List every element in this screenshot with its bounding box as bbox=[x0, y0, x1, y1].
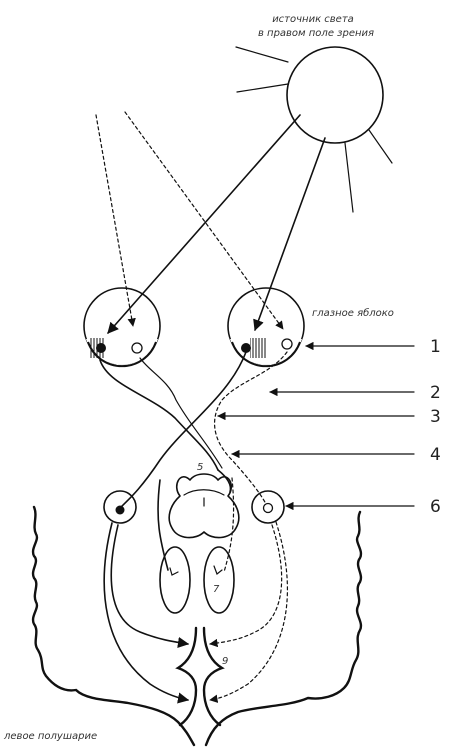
label-7: 7 bbox=[213, 584, 220, 595]
left-geniculate-body bbox=[103, 490, 137, 524]
label-5: 5 bbox=[197, 462, 203, 473]
light-ray-solid-right bbox=[253, 137, 326, 332]
right-eyeball bbox=[227, 287, 305, 368]
calcarine-cortex-right bbox=[202, 626, 225, 727]
callout-number-6: 6 bbox=[430, 497, 441, 517]
sun-icon bbox=[235, 46, 393, 213]
midbrain-section bbox=[168, 473, 240, 539]
callout-number-3: 3 bbox=[430, 407, 441, 427]
left-thalamic-oval bbox=[159, 546, 191, 614]
callout-number-2: 2 bbox=[430, 383, 441, 403]
left-radiation-upper bbox=[110, 524, 190, 649]
light-ray-dashed-left bbox=[95, 114, 136, 327]
left-optic-nerve-inner bbox=[139, 357, 223, 469]
right-geniculate-body bbox=[251, 490, 285, 524]
optic-tract-solid bbox=[217, 469, 232, 493]
right-optic-nerve-dashed bbox=[214, 351, 288, 509]
left-hemisphere-outline bbox=[31, 505, 196, 747]
right-thalamic-oval bbox=[203, 546, 235, 614]
left-hemisphere-caption: левое полушарие bbox=[3, 731, 97, 742]
light-source-caption-line2: в правом поле зрения bbox=[258, 28, 374, 39]
calcarine-cortex-left bbox=[175, 626, 198, 727]
right-eye-crossing-solid bbox=[119, 351, 247, 509]
light-ray-dashed-right bbox=[124, 111, 284, 330]
right-radiation-lower bbox=[209, 521, 289, 703]
right-radiation-mid bbox=[223, 477, 235, 573]
left-optic-nerve-outer bbox=[99, 359, 219, 471]
left-radiation-lower bbox=[103, 522, 190, 704]
callout-number-1: 1 bbox=[430, 337, 441, 357]
left-eyeball bbox=[83, 287, 161, 368]
label-9: 9 bbox=[222, 656, 228, 667]
light-source-caption: источник света bbox=[272, 14, 354, 25]
eyeball-caption: глазное яблоко bbox=[312, 307, 394, 319]
light-ray-solid-left bbox=[107, 114, 301, 334]
left-radiation-mid bbox=[157, 479, 169, 571]
right-radiation-upper bbox=[209, 524, 283, 648]
right-hemisphere-outline bbox=[204, 510, 363, 747]
callout-number-4: 4 bbox=[430, 445, 441, 465]
